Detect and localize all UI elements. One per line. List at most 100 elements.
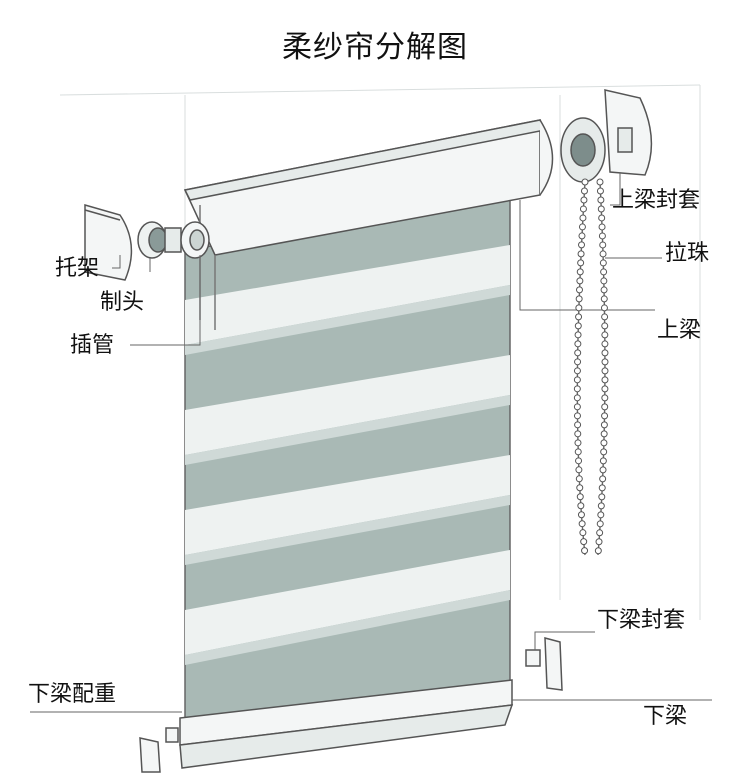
chain-bead <box>600 268 608 276</box>
chain-bead <box>599 475 607 483</box>
chain-bead <box>600 295 608 303</box>
chain-bead <box>597 196 605 204</box>
chain-bead <box>598 232 606 240</box>
label-bottom-weight: 下梁配重 <box>28 682 117 707</box>
chain-bead <box>601 385 609 393</box>
chain-bead <box>574 331 582 339</box>
chain-bead <box>600 277 608 285</box>
chain-bead <box>575 286 583 294</box>
leader-bottom-end-cap <box>534 631 595 650</box>
label-insert-tube: 插管 <box>70 333 115 358</box>
chain-bead <box>578 520 586 528</box>
leader-lines <box>30 172 712 713</box>
chain-bead <box>599 259 607 267</box>
chain-bead <box>573 394 581 402</box>
chain-bead <box>599 466 607 474</box>
chain-bead <box>601 322 609 330</box>
fabric-panel <box>184 199 511 721</box>
chain-bead <box>574 430 582 438</box>
bottom-beam-part <box>179 679 514 769</box>
label-control-head: 制头 <box>100 290 145 315</box>
chain-bead <box>574 439 582 447</box>
chain-bead <box>599 241 607 249</box>
chain-bead <box>601 376 609 384</box>
chain-bead <box>601 358 609 366</box>
chain-bead <box>597 502 605 510</box>
chain-bead <box>574 448 582 456</box>
top-beam-end-cap-part <box>560 89 653 183</box>
bottom-left-clip-part <box>139 727 179 773</box>
chain-bead <box>601 331 609 339</box>
label-bracket: 托架 <box>55 256 100 281</box>
chain-bead <box>580 187 588 195</box>
chain-bead <box>601 349 609 357</box>
label-bottom-beam: 下梁 <box>643 704 688 729</box>
chain-bead <box>598 493 606 501</box>
chain-bead <box>601 367 609 375</box>
insert-tube-part <box>180 221 210 259</box>
chain-bead <box>581 178 589 186</box>
leader-bracket <box>112 255 121 269</box>
chain-bead <box>577 511 585 519</box>
chain-bead <box>601 403 609 411</box>
label-bead-chain: 拉珠 <box>665 241 710 266</box>
chain-bead <box>579 205 587 213</box>
chain-bead <box>595 538 603 546</box>
chain-bead <box>601 412 609 420</box>
chain-bead <box>599 250 607 258</box>
chain-bead <box>573 367 581 375</box>
chain-bead <box>581 547 589 555</box>
chain-bead <box>574 349 582 357</box>
chain-bead <box>576 493 584 501</box>
chain-bead <box>579 529 587 537</box>
chain-bead <box>575 475 583 483</box>
chain-bead <box>574 358 582 366</box>
chain-bead <box>601 313 609 321</box>
chain-bead <box>578 232 586 240</box>
chain-bead <box>574 340 582 348</box>
chain-bead <box>596 187 604 195</box>
chain-bead <box>578 241 586 249</box>
chain-bead <box>598 484 606 492</box>
label-top-beam: 上梁 <box>657 318 702 343</box>
chain-bead <box>575 295 583 303</box>
chain-bead <box>600 286 608 294</box>
chain-bead <box>578 223 586 231</box>
chain-bead <box>579 214 587 222</box>
chain-bead <box>596 178 604 186</box>
chain-bead <box>573 385 581 393</box>
chain-bead <box>575 313 583 321</box>
leader-insert-tube <box>130 255 201 346</box>
chain-bead <box>601 394 609 402</box>
chain-bead <box>575 457 583 465</box>
chain-bead <box>580 538 588 546</box>
leader-top-beam <box>519 200 655 311</box>
chain-bead <box>574 421 582 429</box>
leader-top-end-cap <box>610 172 621 206</box>
chain-bead <box>597 205 605 213</box>
chain-bead <box>575 304 583 312</box>
chain-bead <box>580 196 588 204</box>
chain-bead <box>575 466 583 474</box>
chain-bead <box>594 547 602 555</box>
chain-bead <box>601 340 609 348</box>
chain-bead <box>596 520 604 528</box>
chain-bead <box>573 376 581 384</box>
chain-bead <box>577 259 585 267</box>
bottom-beam-end-cap-part <box>525 637 563 691</box>
chain-bead <box>598 223 606 231</box>
chain-bead <box>577 250 585 258</box>
chain-bead <box>597 511 605 519</box>
chain-bead <box>599 457 607 465</box>
chain-bead <box>577 502 585 510</box>
page-title: 柔纱帘分解图 <box>282 30 468 65</box>
chain-bead <box>600 448 608 456</box>
chain-bead <box>574 322 582 330</box>
chain-bead <box>600 304 608 312</box>
label-top-beam-end-cap: 上梁封套 <box>612 188 701 213</box>
chain-bead <box>596 529 604 537</box>
chain-bead <box>576 268 584 276</box>
chain-bead <box>576 277 584 285</box>
control-head-part <box>137 221 182 259</box>
